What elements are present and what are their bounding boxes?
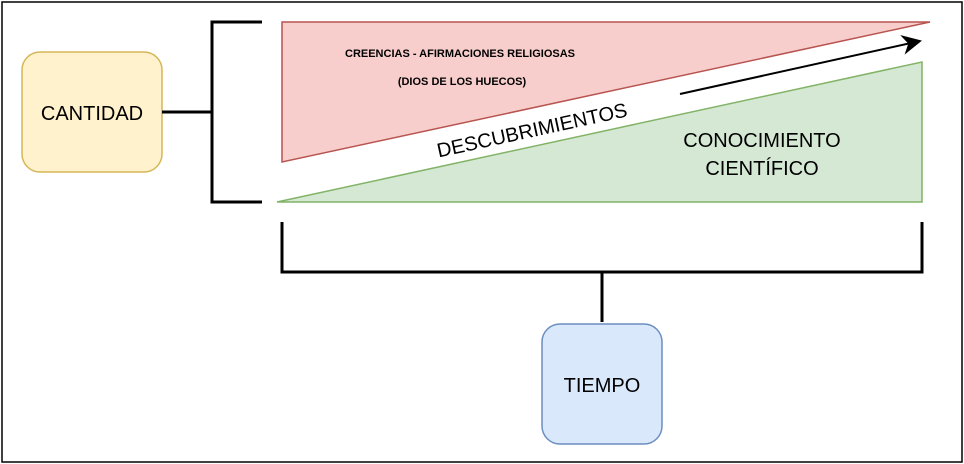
time-label: TIEMPO (564, 375, 641, 397)
knowledge-label-line1: CONOCIMIENTO (683, 130, 840, 152)
beliefs-label-line2: (DIOS DE LOS HUECOS) (398, 76, 527, 88)
time-node[interactable] (541, 323, 663, 445)
quantity-label: CANTIDAD (41, 103, 143, 125)
discoveries-arrow (679, 35, 922, 95)
quantity-bracket (162, 20, 262, 204)
knowledge-triangle (276, 61, 923, 203)
beliefs-label-line1: CREENCIAS - AFIRMACIONES RELIGIOSAS (345, 48, 575, 60)
beliefs-triangle (281, 21, 931, 163)
time-bracket (280, 222, 924, 322)
knowledge-label-line2: CIENTÍFICO (705, 157, 818, 180)
